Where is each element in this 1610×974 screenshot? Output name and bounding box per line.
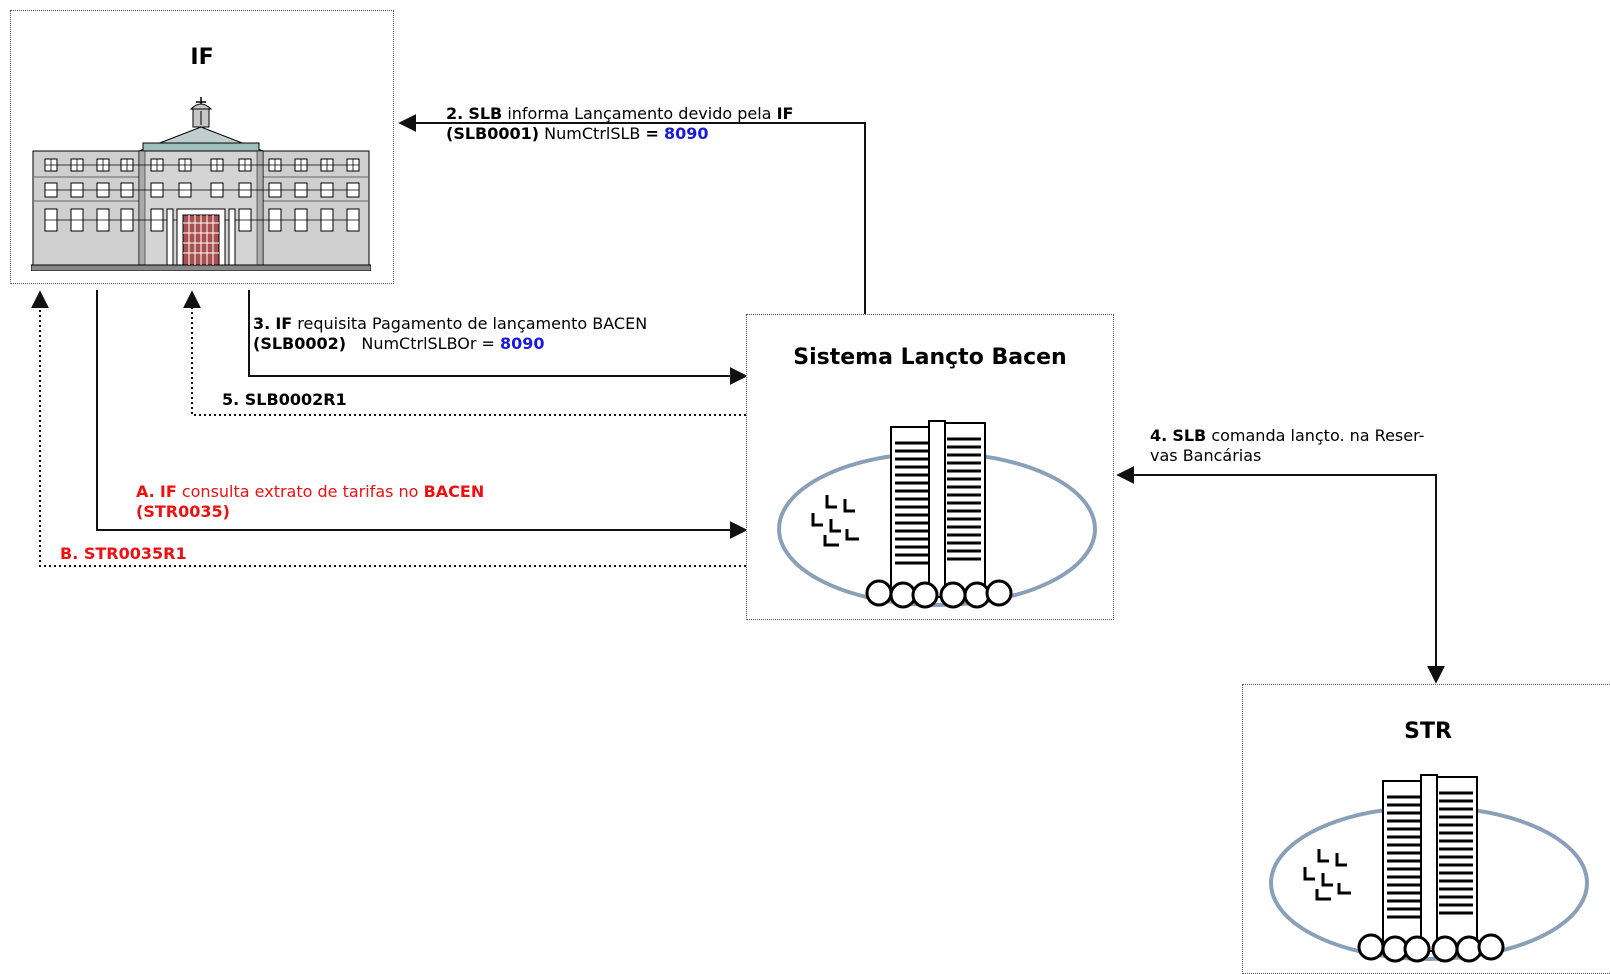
node-if: IF — [10, 10, 394, 284]
label-msg-3-field: NumCtrlSLBOr = — [361, 334, 495, 353]
arrow-slb0001 — [398, 114, 866, 316]
arrow-str0035 — [96, 290, 748, 539]
label-msg-2-target: IF — [776, 104, 794, 123]
label-msg-a-actor: IF — [159, 482, 177, 501]
label-msg-2-value: 8090 — [663, 124, 709, 143]
label-msg-2-actor: SLB — [468, 104, 503, 123]
label-msg-3-line1: 3. IF requisita Pagamento de lançamento … — [253, 314, 647, 334]
label-msg-a-line1: A. IF consulta extrato de tarifas no BAC… — [136, 482, 484, 502]
label-msg-4-text2: vas Bancárias — [1150, 446, 1262, 465]
label-msg-4-line1: 4. SLB comanda lançto. na Reser- — [1150, 426, 1424, 446]
node-str: STR — [1242, 684, 1610, 974]
label-msg-2-field: NumCtrlSLB — [544, 124, 641, 143]
label-msg-3-line2: (SLB0002) NumCtrlSLBOr = 8090 — [253, 334, 647, 354]
label-msg-a-target: BACEN — [423, 482, 485, 501]
label-msg-a-code: (STR0035) — [136, 502, 230, 521]
central-bank-towers-icon — [1269, 774, 1589, 963]
arrow-str0035r1 — [31, 290, 746, 567]
label-msg-4: 4. SLB comanda lançto. na Reser- vas Ban… — [1150, 426, 1424, 466]
label-msg-a: A. IF consulta extrato de tarifas no BAC… — [136, 482, 484, 522]
label-msg-2-eq: = — [645, 124, 659, 143]
label-msg-3-actor: IF — [275, 314, 293, 333]
label-msg-3-num: 3. — [253, 314, 271, 333]
node-if-title: IF — [190, 45, 214, 70]
arrow-slb0002 — [248, 290, 748, 385]
arrow-reservas — [1116, 466, 1445, 684]
label-msg-a-text: consulta extrato de tarifas no — [181, 482, 419, 501]
label-msg-4-actor: SLB — [1172, 426, 1207, 445]
label-msg-3-text: requisita Pagamento de lançamento BACEN — [297, 314, 648, 333]
label-msg-b: B. STR0035R1 — [60, 544, 187, 563]
label-msg-5: 5. SLB0002R1 — [222, 390, 347, 409]
node-str-title: STR — [1404, 719, 1452, 744]
label-msg-2-text: informa Lançamento devido pela — [507, 104, 772, 123]
label-msg-4-text1: comanda lançto. na Reser- — [1211, 426, 1425, 445]
label-msg-3-value: 8090 — [500, 334, 545, 353]
label-msg-4-num: 4. — [1150, 426, 1168, 445]
label-msg-2-code: (SLB0001) — [446, 124, 540, 143]
label-msg-2: 2. SLB informa Lançamento devido pela IF… — [446, 104, 793, 144]
node-slb-title: Sistema Lançto Bacen — [793, 345, 1067, 370]
label-msg-2-line2: (SLB0001) NumCtrlSLB = 8090 — [446, 124, 793, 144]
bank-building-icon — [31, 97, 371, 271]
node-slb: Sistema Lançto Bacen — [746, 314, 1114, 620]
label-msg-3-code: (SLB0002) — [253, 334, 347, 353]
label-msg-3: 3. IF requisita Pagamento de lançamento … — [253, 314, 647, 354]
label-msg-2-num: 2. — [446, 104, 464, 123]
label-msg-a-num: A. — [136, 482, 155, 501]
central-bank-towers-icon — [777, 420, 1097, 609]
arrow-slb0002r1 — [183, 290, 746, 416]
label-msg-2-line1: 2. SLB informa Lançamento devido pela IF — [446, 104, 793, 124]
